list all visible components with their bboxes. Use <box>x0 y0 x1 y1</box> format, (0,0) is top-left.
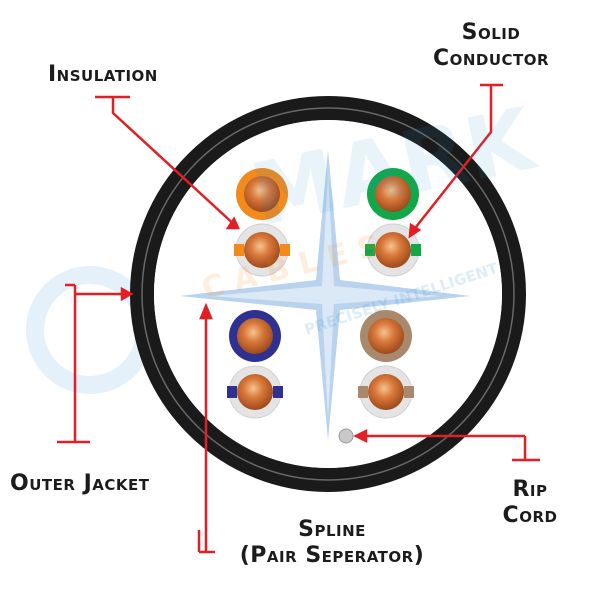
twisted-pairs <box>227 168 421 419</box>
label-spline: Spline (Pair Seperator) <box>239 517 425 568</box>
label-rip-cord: Rip Cord <box>502 477 558 528</box>
wire-brown-stripe <box>358 365 414 419</box>
leader-spline <box>197 302 215 554</box>
leader-lines <box>57 83 540 554</box>
rip-cord <box>338 428 354 444</box>
spline-pair-separator <box>180 150 470 440</box>
label-outer-jacket: Outer Jacket <box>10 471 150 496</box>
wire-green-solid <box>367 168 419 220</box>
wire-orange-stripe <box>234 223 290 277</box>
wire-blue-stripe <box>227 365 283 419</box>
wire-green-stripe <box>365 223 421 277</box>
label-insulation: Insulation <box>48 62 158 87</box>
leader-insulation <box>95 95 240 230</box>
wire-brown-solid <box>360 310 412 362</box>
wire-orange-solid <box>236 168 288 220</box>
label-solid-conductor: Solid Conductor <box>432 20 550 71</box>
leader-rip-cord <box>353 428 540 462</box>
leader-outer-jacket <box>57 283 134 444</box>
leader-solid-conductor <box>408 83 503 239</box>
wire-blue-solid <box>229 310 281 362</box>
